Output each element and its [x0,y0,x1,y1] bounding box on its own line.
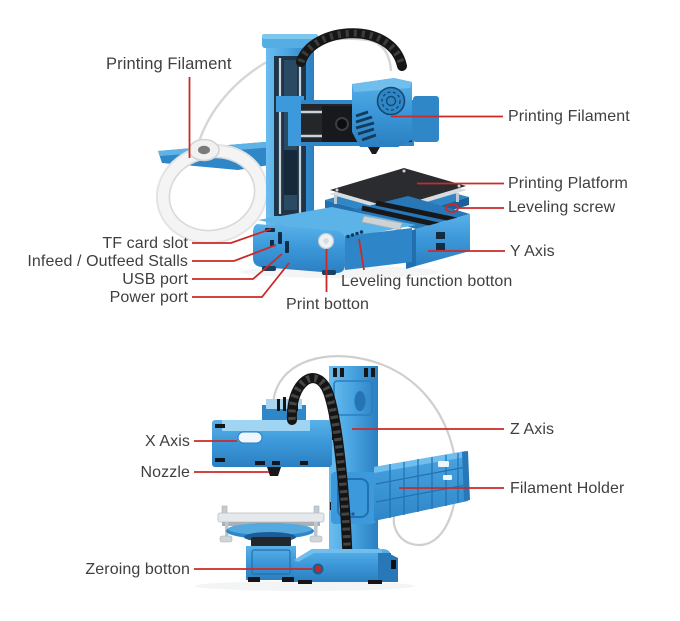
leader-tf-card-slot [192,228,272,244]
label-nozzle: Nozzle [140,464,190,481]
cable-arc [296,28,407,71]
base-side [246,546,396,584]
x-axis-arm [212,397,332,476]
label-filament-holder: Filament Holder [510,480,625,497]
print-button [317,232,335,250]
power-port-part [285,241,289,253]
side-shadow [195,581,415,591]
vent-slots [355,110,377,142]
cable-chain [286,373,353,577]
label-printing-platform: Printing Platform [508,175,628,192]
leader-power-port [192,262,290,298]
infeed-outfeed-part [270,240,274,246]
label-tf-card-slot: TF card slot [102,235,188,252]
label-usb-port: USB port [122,271,188,288]
build-plate [217,505,325,547]
label-y-axis: Y Axis [510,243,555,260]
label-leveling-function-botton: Leveling function botton [341,273,513,290]
label-print-botton: Print botton [286,296,370,313]
hotend-tip [368,147,380,154]
extruder-head [352,78,412,154]
leader-leveling-function-botton [358,238,365,271]
zeroing-button [312,563,324,575]
label-x-axis: X Axis [144,433,190,450]
leader-infeed-outfeed [192,244,277,262]
label-z-axis: Z Axis [510,421,555,438]
label-leveling-screw: Leveling screw [508,199,616,216]
build-surface [330,168,466,208]
leader-usb-port [192,253,283,280]
label-printing-filament-left: Printing Filament [106,55,232,73]
usb-port-part [278,232,282,244]
front-view-illustration [155,28,470,278]
label-infeed-outfeed-stalls: Infeed / Outfeed Stalls [27,253,188,270]
spool-hub [188,138,220,162]
status-leds [346,230,364,239]
label-printing-filament-right: Printing Filament [508,108,630,125]
y-axis-rail [352,196,470,269]
label-zeroing-botton: Zeroing botton [85,561,190,578]
leader-lines [188,77,505,570]
nozzle-part [267,467,281,476]
side-view-illustration [195,355,470,591]
label-power-port: Power port [109,289,188,306]
